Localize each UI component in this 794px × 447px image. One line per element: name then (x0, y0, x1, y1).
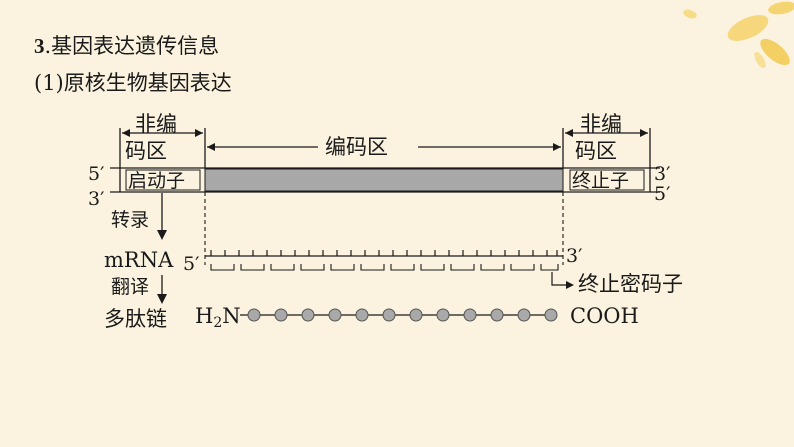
right-noncoding-label-2: 码区 (575, 139, 617, 163)
dna-right-3prime: 3′ (654, 163, 670, 185)
dna-strands (110, 167, 660, 193)
dna-left-3prime: 3′ (88, 188, 104, 210)
left-noncoding-label-2: 码区 (125, 139, 167, 163)
decorative-flower-icon (683, 1, 794, 69)
heading-text: .基因表达遗传信息 (44, 34, 220, 58)
coding-region-label: 编码区 (325, 135, 388, 159)
mrna-3prime: 3′ (566, 245, 582, 267)
stop-codon-pointer (551, 272, 568, 286)
promoter-label: 启动子 (128, 170, 185, 192)
heading-number: 3 (34, 34, 45, 58)
coding-region-block (204, 168, 564, 192)
dna-left-5prime: 5′ (88, 163, 104, 185)
mrna-strand (205, 250, 563, 257)
right-noncoding-label-1: 非编 (580, 112, 622, 136)
dna-right-5prime: 5′ (654, 183, 670, 205)
terminator-label: 终止子 (572, 170, 629, 192)
amino-terminus-label: H2N (195, 304, 241, 331)
left-noncoding-label-1: 非编 (135, 112, 177, 136)
terminator-box (569, 169, 645, 191)
page-title: 3.基因表达遗传信息 (34, 30, 219, 60)
stop-codon-label: 终止密码子 (578, 272, 683, 296)
transcription-label: 转录 (111, 209, 149, 231)
polypeptide-label: 多肽链 (104, 307, 167, 331)
mrna-5prime: 5′ (183, 253, 199, 275)
amino-acid-chain (247, 308, 558, 322)
translation-label: 翻译 (111, 276, 149, 298)
region-boundaries (119, 128, 651, 192)
carboxyl-terminus-label: COOH (570, 304, 639, 328)
mrna-label: mRNA (104, 248, 174, 272)
section-subtitle: (1)原核生物基因表达 (34, 71, 232, 95)
codon-brackets (210, 264, 559, 271)
promoter-box (125, 169, 201, 191)
